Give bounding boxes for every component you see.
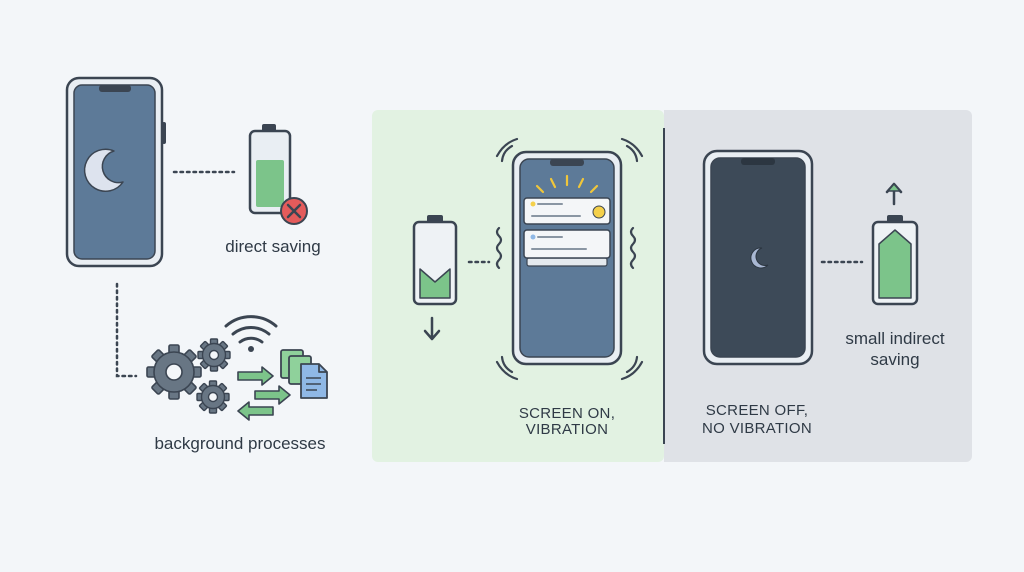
direct-saving-label: direct saving — [225, 237, 321, 256]
phone-idle — [65, 76, 166, 268]
screen-off-label: SCREEN OFF, — [705, 402, 809, 419]
saving-label: saving — [870, 350, 920, 369]
notification-icon — [523, 229, 611, 267]
close-icon — [280, 197, 308, 225]
moon-icon — [750, 247, 769, 269]
phone-active — [511, 150, 623, 366]
arrow-icon — [237, 366, 291, 421]
vibration-label: VIBRATION — [525, 421, 609, 438]
small-indirect-label: small indirect — [845, 329, 945, 348]
screen-on-label: SCREEN ON, — [518, 405, 616, 422]
link-phone-processes — [115, 282, 138, 378]
phone-screen-off — [702, 149, 814, 366]
moon-icon — [83, 148, 124, 192]
arrow-icon — [885, 182, 903, 206]
gear-icon — [197, 338, 231, 372]
arrow-icon — [423, 316, 441, 341]
battery-icon — [412, 215, 458, 306]
document-icon — [280, 349, 328, 399]
notification-icon — [523, 197, 611, 225]
gear-icon — [146, 344, 202, 400]
no-vibration-label: NO VIBRATION — [702, 420, 812, 437]
battery-icon — [871, 215, 919, 306]
battery-icon — [248, 124, 292, 215]
wifi-icon — [224, 315, 278, 352]
vibration-marks — [495, 137, 644, 381]
background-processes-label: background processes — [154, 434, 326, 453]
gear-icon — [196, 380, 230, 414]
